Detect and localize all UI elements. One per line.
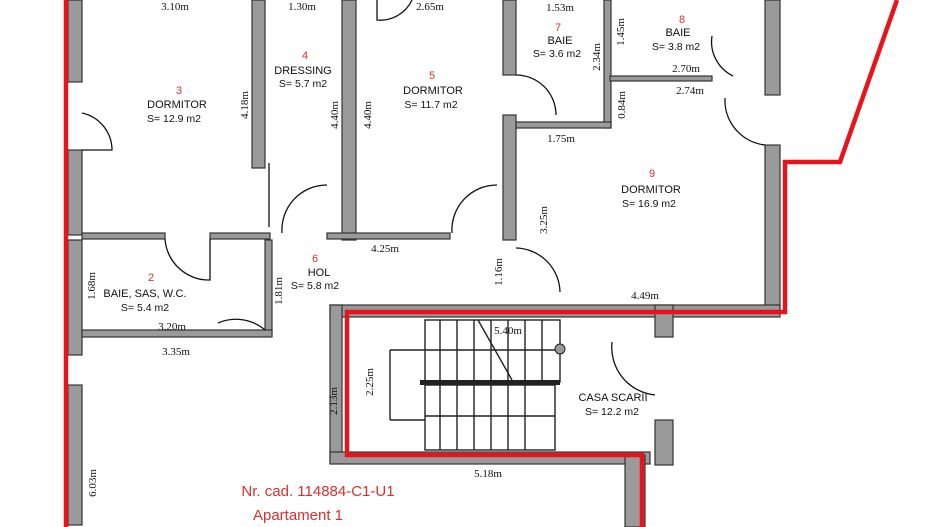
svg-text:1.53m: 1.53m: [546, 2, 574, 14]
svg-text:S= 12.2 m2: S= 12.2 m2: [585, 406, 639, 418]
svg-text:S= 11.7 m2: S= 11.7 m2: [404, 99, 457, 111]
svg-text:1.16m: 1.16m: [493, 258, 505, 286]
svg-text:1.45m: 1.45m: [615, 18, 627, 46]
room-9: 9 DORMITOR S= 16.9 m2: [621, 168, 681, 210]
room-8: 8 BAIE S= 3.8 m2: [652, 14, 700, 53]
cadastral-number: Nr. cad. 114884-C1-U1: [241, 483, 394, 500]
unit-name: Apartament 1: [253, 507, 343, 524]
svg-text:3.10m: 3.10m: [161, 1, 189, 13]
svg-text:DORMITOR: DORMITOR: [621, 184, 681, 196]
room-2: 2 BAIE, SAS, W.C. S= 5.4 m2: [103, 272, 186, 314]
svg-text:DORMITOR: DORMITOR: [403, 85, 463, 97]
svg-text:1.75m: 1.75m: [547, 133, 575, 145]
svg-text:3.35m: 3.35m: [162, 346, 190, 358]
svg-text:DORMITOR: DORMITOR: [147, 99, 207, 111]
svg-text:3.20m: 3.20m: [158, 321, 186, 333]
svg-text:2.13m: 2.13m: [328, 387, 340, 415]
svg-text:3: 3: [176, 85, 182, 97]
svg-text:BAIE, SAS, W.C.: BAIE, SAS, W.C.: [103, 288, 186, 300]
walls: [67, 0, 781, 527]
svg-text:4.49m: 4.49m: [631, 290, 659, 302]
svg-text:S= 5.4 m2: S= 5.4 m2: [121, 302, 169, 314]
room-4: 4 DRESSING S= 5.7 m2: [274, 50, 331, 90]
staircase: [389, 319, 566, 451]
svg-text:8: 8: [679, 14, 685, 26]
svg-text:S= 5.8 m2: S= 5.8 m2: [291, 280, 339, 292]
svg-text:BAIE: BAIE: [665, 27, 690, 39]
svg-text:5.18m: 5.18m: [474, 468, 502, 480]
svg-text:4.25m: 4.25m: [371, 243, 399, 255]
svg-text:4.40m: 4.40m: [329, 101, 341, 129]
svg-text:9: 9: [649, 168, 655, 180]
doors: [81, 0, 766, 396]
svg-text:0.84m: 0.84m: [616, 91, 628, 119]
svg-text:2.74m: 2.74m: [676, 85, 704, 97]
svg-text:2.25m: 2.25m: [364, 368, 376, 396]
svg-text:S= 5.7 m2: S= 5.7 m2: [279, 78, 327, 90]
svg-text:1.68m: 1.68m: [86, 272, 98, 300]
unit-boundary: [344, 0, 900, 527]
svg-text:2.65m: 2.65m: [416, 1, 444, 13]
svg-text:2.70m: 2.70m: [672, 63, 700, 75]
svg-text:DRESSING: DRESSING: [274, 65, 331, 77]
svg-text:S= 3.6 m2: S= 3.6 m2: [533, 48, 581, 60]
svg-text:4.40m: 4.40m: [362, 101, 374, 129]
svg-text:2.34m: 2.34m: [591, 43, 603, 71]
svg-text:4: 4: [302, 50, 308, 62]
svg-text:5.40m: 5.40m: [494, 325, 522, 337]
svg-text:3.25m: 3.25m: [538, 206, 550, 234]
room-7: 7 BAIE S= 3.6 m2: [533, 22, 581, 60]
room-stairwell: CASA SCARII S= 12.2 m2: [578, 392, 647, 418]
room-3: 3 DORMITOR S= 12.9 m2: [147, 85, 207, 125]
svg-text:BAIE: BAIE: [547, 35, 572, 47]
svg-text:5: 5: [429, 70, 435, 82]
room-5: 5 DORMITOR S= 11.7 m2: [403, 70, 463, 111]
svg-text:6.03m: 6.03m: [87, 469, 99, 497]
dimensions: 3.10m 1.30m 2.65m 1.53m 4.18m 4.40m 4.40…: [86, 1, 704, 497]
svg-text:6: 6: [312, 253, 318, 265]
svg-text:S= 3.8 m2: S= 3.8 m2: [652, 41, 700, 53]
svg-text:1.81m: 1.81m: [273, 277, 285, 305]
svg-text:HOL: HOL: [308, 267, 331, 279]
svg-text:2: 2: [148, 272, 154, 284]
svg-text:S= 12.9 m2: S= 12.9 m2: [147, 113, 201, 125]
svg-text:4.18m: 4.18m: [239, 91, 251, 119]
svg-text:7: 7: [555, 22, 561, 34]
svg-text:S= 16.9 m2: S= 16.9 m2: [622, 198, 676, 210]
svg-text:1.30m: 1.30m: [288, 1, 316, 13]
svg-text:CASA SCARII: CASA SCARII: [578, 392, 647, 404]
room-6: 6 HOL S= 5.8 m2: [291, 253, 339, 292]
